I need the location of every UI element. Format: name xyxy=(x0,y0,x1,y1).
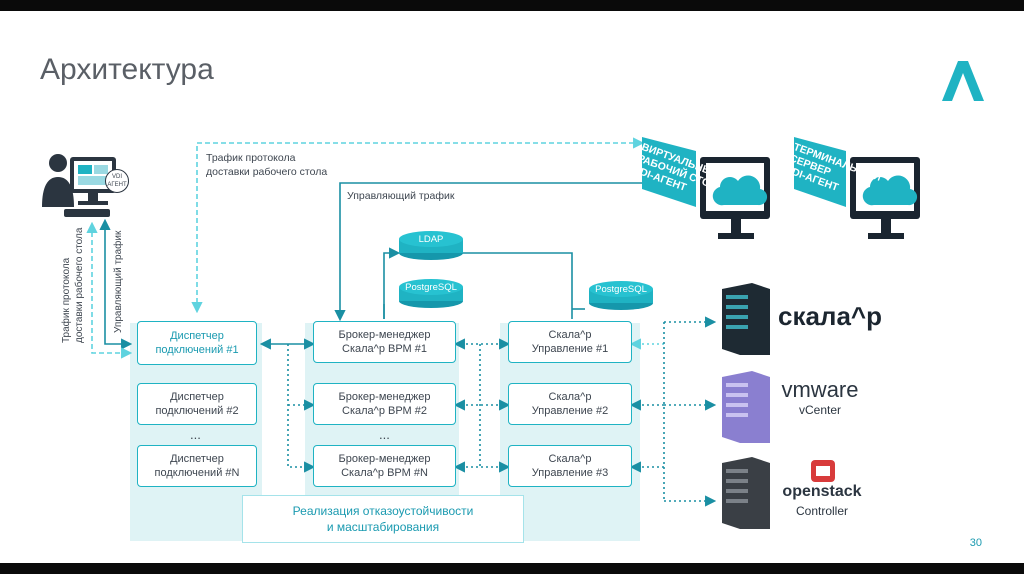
protocol-traffic-side-label: Трафик протокола доставки рабочего стола xyxy=(61,227,85,343)
server-rack-icon xyxy=(722,283,770,355)
management-3: Скала^р Управление #3 xyxy=(508,445,632,487)
openstack-brand: openstack xyxy=(782,483,862,500)
vdi-agent-monitor-icon xyxy=(642,137,770,239)
openstack-logo-icon xyxy=(811,460,835,482)
postgres-mgmt-label: PostgreSQL xyxy=(595,284,647,295)
logo-icon xyxy=(942,61,984,101)
page-number: 30 xyxy=(969,537,982,549)
management-2: Скала^р Управление #2 xyxy=(508,383,632,425)
database-icon xyxy=(589,281,653,310)
controller-label: Controller xyxy=(795,504,849,518)
vcenter-label: vCenter xyxy=(798,403,842,417)
control-traffic-side-label: Управляющий трафик xyxy=(113,230,124,333)
database-icon xyxy=(399,231,463,260)
vdi-agent-monitor-icon xyxy=(794,137,920,239)
dispatcher-1: Диспетчер подключений #1 xyxy=(137,321,257,365)
skala-brand: скала^р xyxy=(778,301,882,331)
fault-tolerance-box: Реализация отказоустойчивости и масштаби… xyxy=(242,495,524,543)
dispatcher-n: Диспетчер подключений #N xyxy=(137,445,257,487)
postgres-broker-label: PostgreSQL xyxy=(405,282,457,293)
connection-lines xyxy=(86,137,717,507)
vdi-agent-badge: VDI АГЕНТ xyxy=(105,169,129,193)
control-traffic-label: Управляющий трафик xyxy=(347,190,455,202)
broker-ellipsis: ... xyxy=(379,427,390,442)
management-1: Скала^р Управление #1 xyxy=(508,321,632,363)
vmware-brand: vmware xyxy=(781,377,859,402)
database-icon xyxy=(399,279,463,308)
dispatcher-2: Диспетчер подключений #2 xyxy=(137,383,257,425)
protocol-traffic-label: Трафик протокола доставки рабочего стола xyxy=(206,152,328,178)
server-rack-icon xyxy=(722,371,770,443)
slide: Архитектура xyxy=(0,11,1024,563)
dispatcher-ellipsis: ... xyxy=(190,427,201,442)
server-rack-icon xyxy=(722,457,770,529)
broker-1: Брокер-менеджер Скала^р ВРМ #1 xyxy=(313,321,456,363)
ldap-label: LDAP xyxy=(418,234,444,245)
broker-n: Брокер-менеджер Скала^р ВРМ #N xyxy=(313,445,456,487)
page-title: Архитектура xyxy=(40,53,214,86)
user-at-computer-icon xyxy=(42,154,116,217)
broker-2: Брокер-менеджер Скала^р ВРМ #2 xyxy=(313,383,456,425)
